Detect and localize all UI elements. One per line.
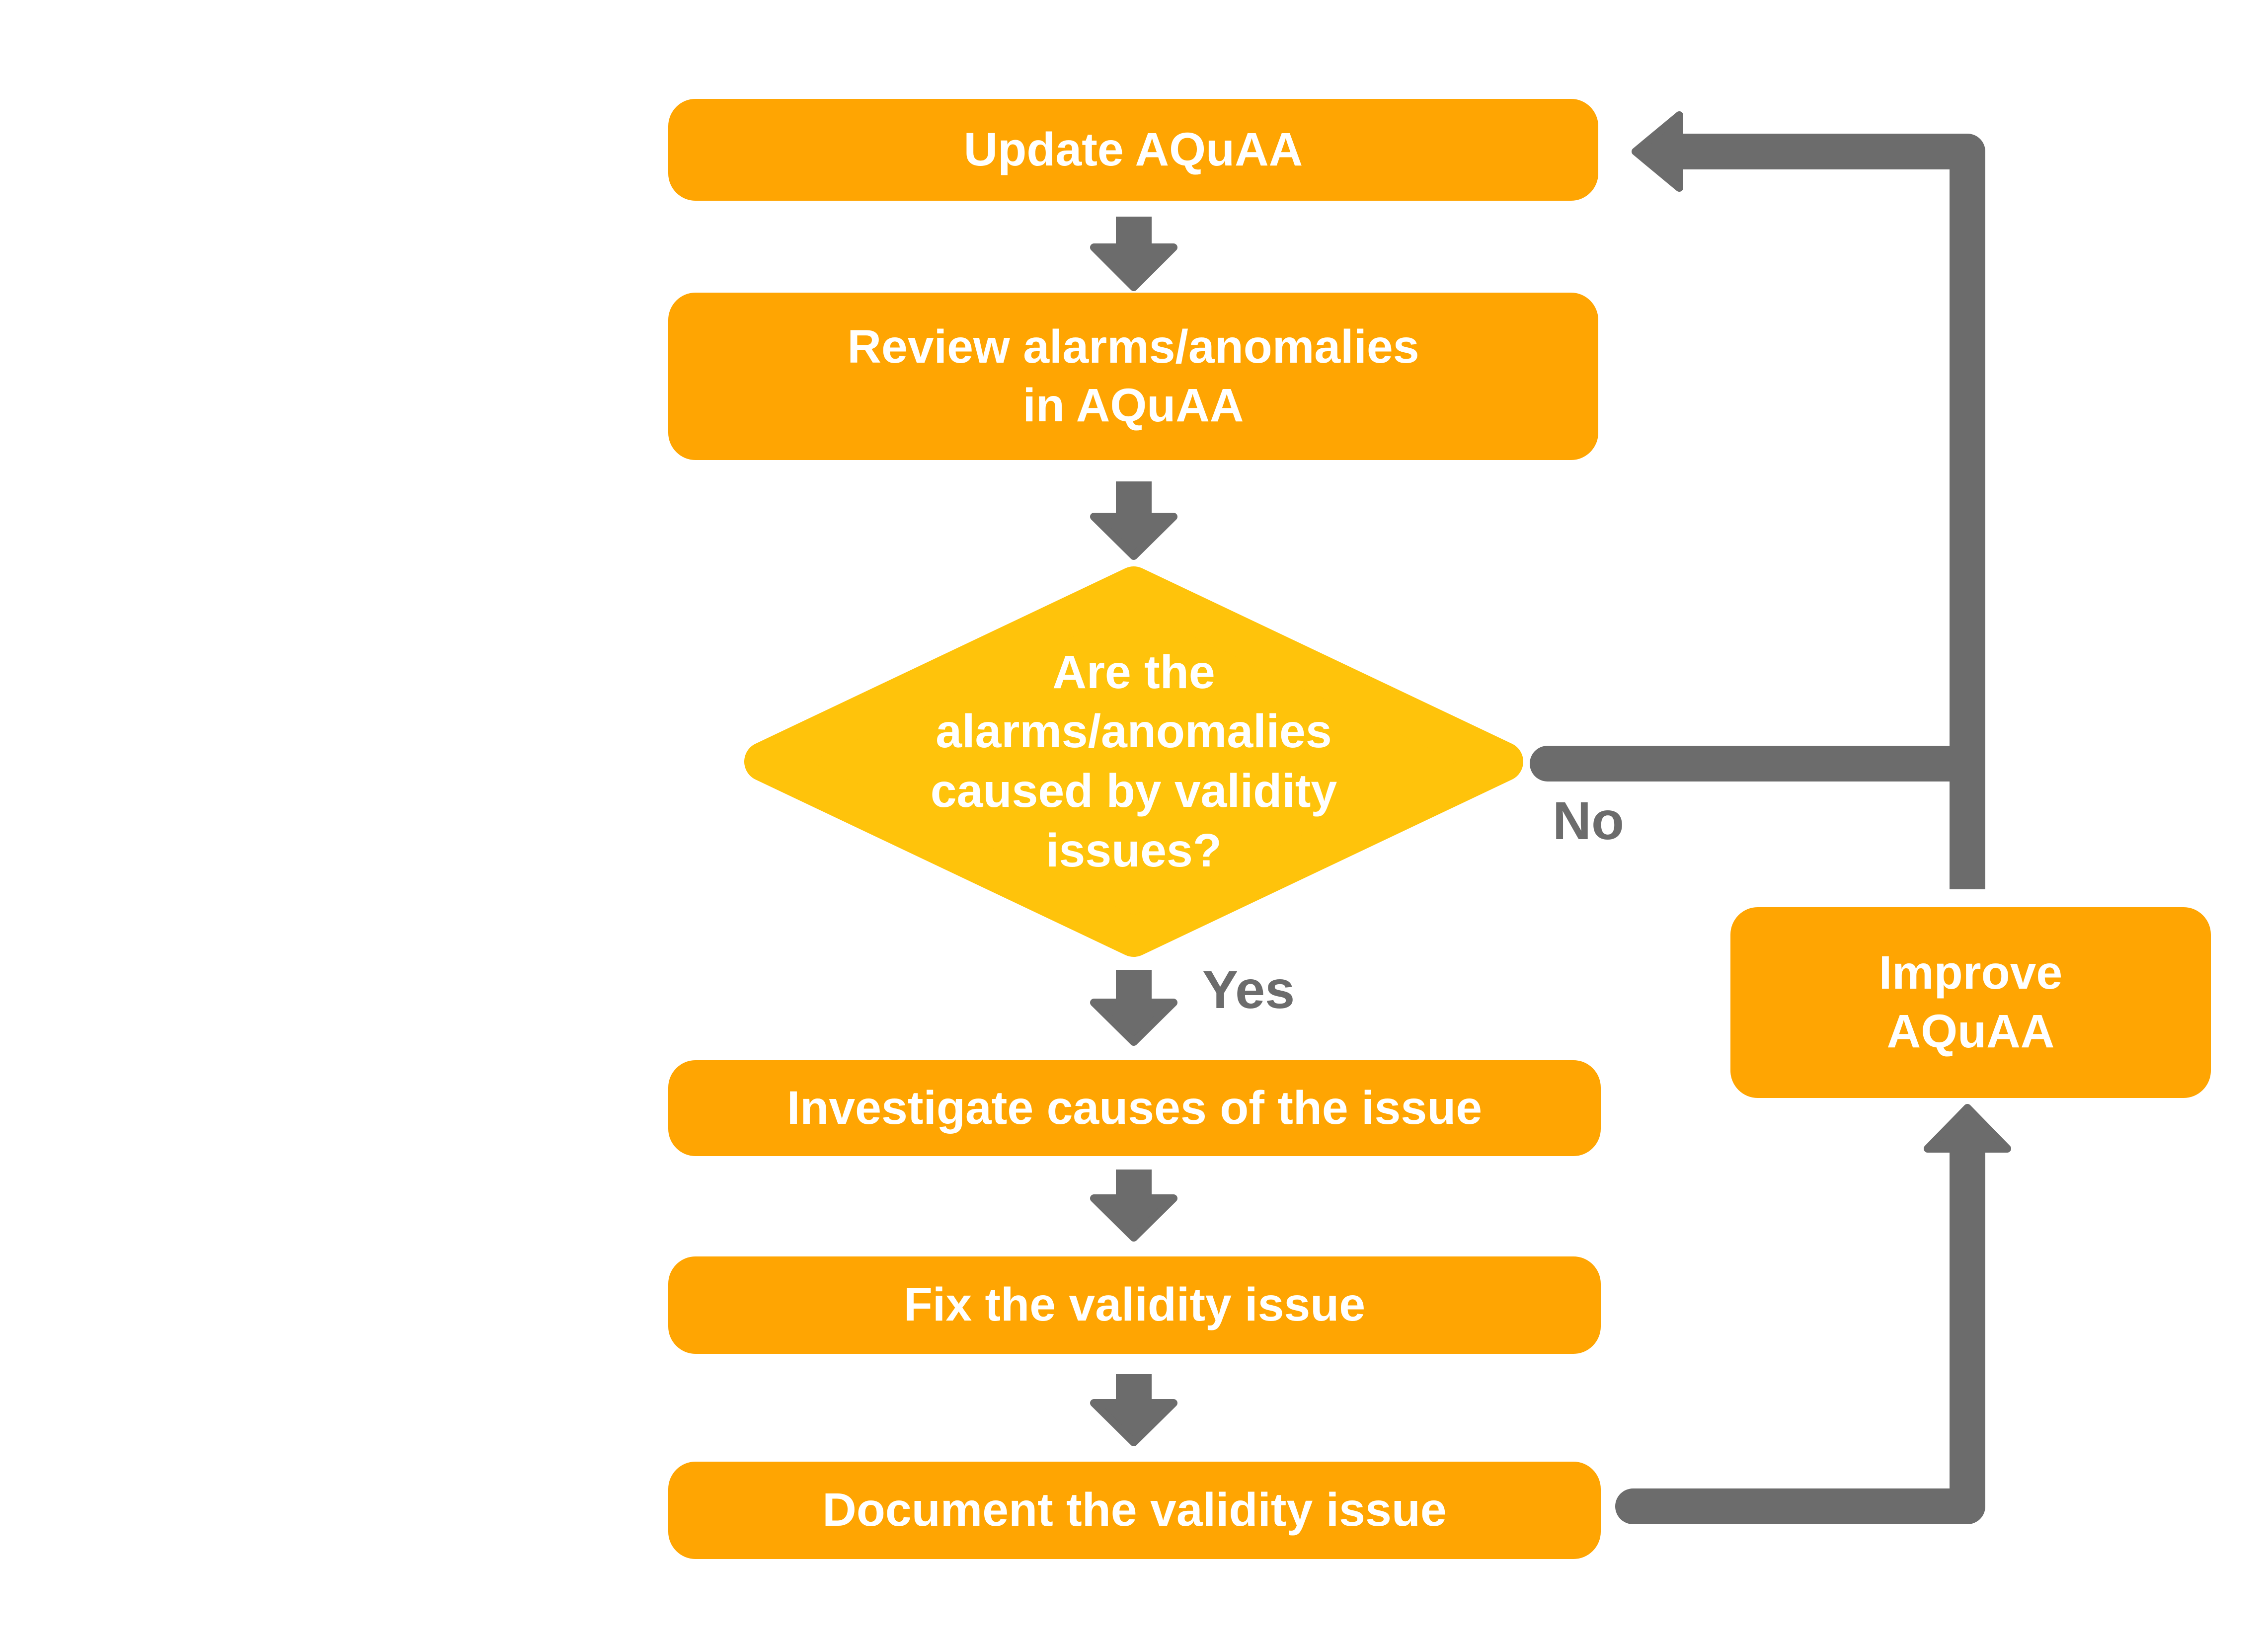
document-to-improve-arrowhead — [1924, 1104, 2011, 1153]
document-to-improve-line — [1615, 1127, 1985, 1524]
decision-diamond-shape — [744, 566, 1523, 957]
node-update-aquaa-label: Update AQuAA — [963, 123, 1303, 176]
arrow-yes-arrowhead — [1090, 999, 1177, 1046]
arrow-fix-to-document-arrowhead — [1090, 1399, 1177, 1446]
node-document-validity-issue: Document the validity issue — [668, 1462, 1601, 1559]
decision-diamond-label: Are the alarms/anomalies caused by valid… — [744, 569, 1523, 954]
decision-line-2: alarms/anomalies — [936, 705, 1332, 758]
decision-line-1: Are the — [1052, 645, 1215, 699]
node-improve-aquaa: Improve AQuAA — [1730, 907, 2211, 1098]
node-fix-validity-issue: Fix the validity issue — [668, 1256, 1601, 1354]
node-document-validity-issue-label: Document the validity issue — [822, 1484, 1447, 1537]
node-investigate-causes: Investigate causes of the issue — [668, 1060, 1601, 1156]
arrow-investigate-to-fix-arrowhead — [1090, 1194, 1177, 1242]
node-improve-aquaa-line-1: Improve — [1878, 946, 2063, 1000]
node-update-aquaa: Update AQuAA — [668, 99, 1598, 201]
node-fix-validity-issue-label: Fix the validity issue — [903, 1278, 1366, 1331]
decision-line-3: caused by validity — [930, 765, 1337, 817]
node-investigate-causes-label: Investigate causes of the issue — [786, 1081, 1483, 1134]
decision-line-4: issues? — [1046, 824, 1222, 877]
node-improve-aquaa-line-2: AQuAA — [1886, 1005, 2055, 1058]
edge-label-yes: Yes — [1202, 959, 1295, 1019]
arrow-update-to-review-arrowhead — [1090, 243, 1177, 291]
arrow-review-to-decision-arrowhead — [1090, 513, 1177, 560]
edge-label-no: No — [1553, 790, 1624, 851]
node-review-alarms-line-2: in AQuAA — [1022, 379, 1244, 432]
loop-back-line — [1679, 134, 1985, 889]
node-review-alarms-line-1: Review alarms/anomalies — [847, 320, 1419, 373]
loop-back-arrowhead — [1632, 111, 1683, 192]
node-review-alarms: Review alarms/anomalies in AQuAA — [668, 293, 1598, 460]
